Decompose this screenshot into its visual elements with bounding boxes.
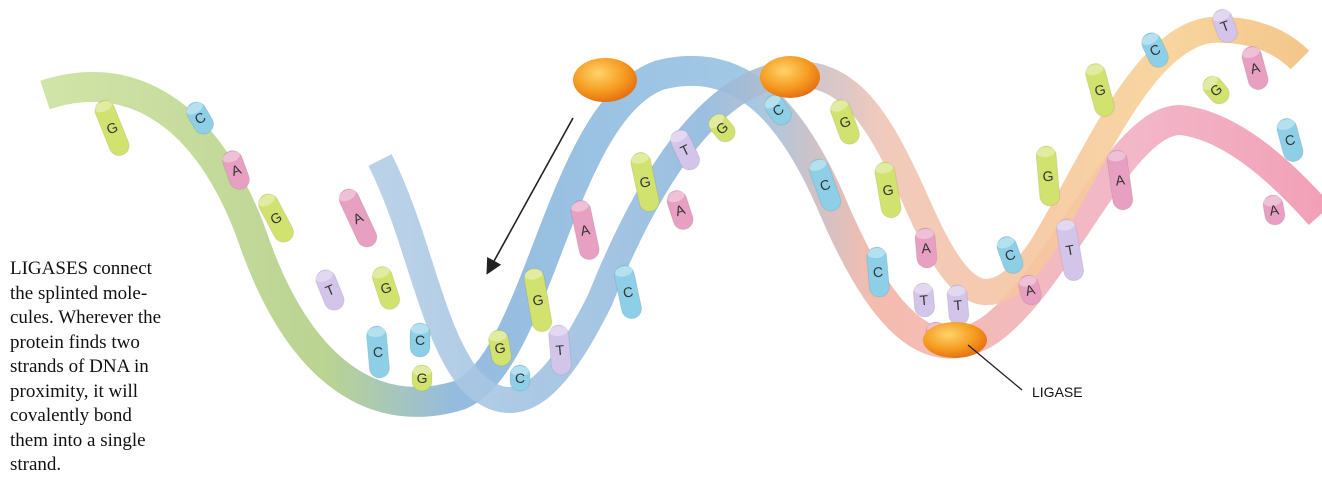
ligase-enzyme-1 — [573, 58, 637, 102]
base-letter: C — [515, 370, 525, 386]
base-A-26: A — [914, 227, 937, 269]
base-A-18: A — [664, 188, 695, 232]
ligase-enzyme-2 — [760, 56, 820, 98]
base-G-7: G — [370, 264, 403, 312]
base-letter: C — [872, 264, 883, 281]
base-letter: G — [1042, 168, 1054, 185]
base-T-27: T — [913, 282, 936, 318]
ligase-label: LIGASE — [1032, 384, 1083, 400]
base-A-15: A — [569, 199, 601, 262]
base-C-8: C — [366, 325, 390, 379]
base-letter: C — [415, 332, 425, 348]
dna-strand-front — [45, 71, 1320, 402]
base-G-34: G — [1083, 61, 1116, 118]
base-C-9: C — [410, 323, 430, 357]
base-letter: G — [417, 370, 428, 386]
base-C-30: C — [994, 234, 1026, 277]
base-T-6: T — [313, 267, 347, 313]
ligase-callout-line — [968, 345, 1022, 390]
base-G-10: G — [412, 365, 432, 391]
caption-text: LIGASES connect the splinted mole- cules… — [10, 257, 220, 478]
base-T-14: T — [548, 324, 572, 376]
base-C-25: C — [866, 246, 890, 298]
base-T-28: T — [946, 284, 969, 326]
base-G-40: G — [1199, 72, 1234, 108]
base-A-5: A — [336, 186, 380, 251]
base-A-41: A — [1262, 193, 1287, 226]
base-letter: C — [372, 344, 383, 361]
base-G-33: G — [1035, 145, 1060, 207]
base-C-12: C — [510, 365, 530, 391]
